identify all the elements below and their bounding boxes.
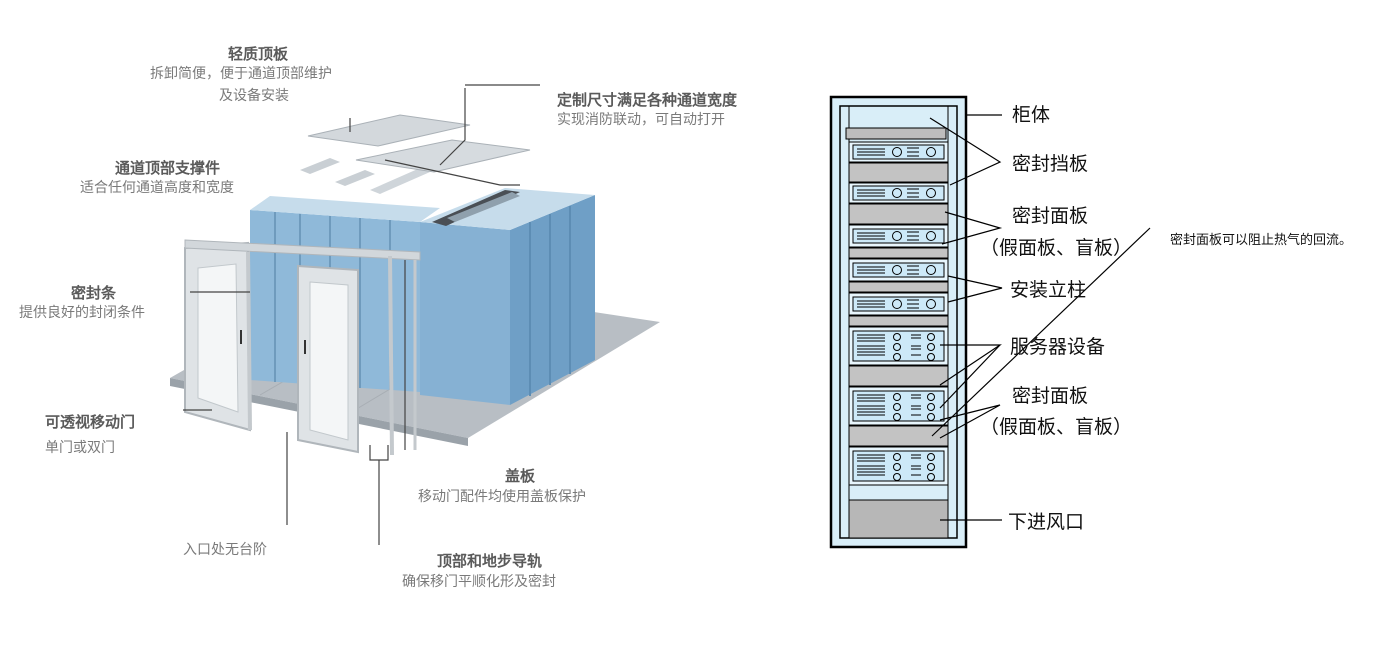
seal-strip-desc: 提供良好的封闭条件 [19,305,145,321]
door-top-rail [184,239,421,261]
label-seal-panel-1: 密封面板 [1012,205,1089,227]
rails-title: 顶部和地步导轨 [437,552,543,570]
entrance-note: 入口处无台阶 [183,542,267,558]
seal-panel-c [848,247,949,259]
label-bottom-inlet: 下进风口 [1008,511,1085,533]
server-1u-3 [848,224,949,248]
label-seal-panel-2-sub: （假面板、盲板） [980,416,1133,438]
seal-baffle [845,127,947,140]
custom-size-title: 定制尺寸满足各种通道宽度 [557,91,738,109]
label-cabinet: 柜体 [1012,104,1051,126]
cabinet-block-side [510,195,595,405]
top-panel-title: 轻质顶板 [228,45,289,63]
server-1u-4 [848,258,949,282]
aisle-containment-illustration [170,84,660,545]
label-seal-baffle: 密封挡板 [1012,153,1089,175]
seal-panel-f [848,365,949,387]
sliding-door-title: 可透视移动门 [45,413,136,431]
seal-strip-title: 密封条 [71,284,117,302]
top-panel-desc-2: 及设备安装 [219,88,289,104]
top-panel-desc-1: 拆卸简便，便于通道顶部维护 [150,66,332,82]
label-server: 服务器设备 [1010,336,1106,358]
label-seal-panel-1-sub: （假面板、盲板） [980,237,1133,259]
server-1u-2 [848,182,949,204]
cabinet-block-front [420,222,510,405]
seal-panel-note: 密封面板可以阻止热气的回流。 [1170,233,1353,248]
rails-desc: 确保移门平顺化形及密封 [402,574,556,590]
server-1u-5 [848,292,949,316]
cabinet-block-top [420,188,595,230]
sliding-door-desc: 单门或双门 [45,440,115,456]
seal-panel-b [848,203,949,225]
roof-panel-upper [307,114,471,147]
roof-support-3 [370,168,430,194]
seal-panel-g [848,425,949,447]
server-2u-3 [848,446,949,486]
custom-size-desc: 实现消防联动，可自动打开 [557,112,725,128]
seal-panel-a [848,162,949,183]
label-seal-panel-2: 密封面板 [1012,385,1089,407]
server-2u-1 [848,326,949,366]
cover-plate-desc: 移动门配件均使用盖板保护 [418,489,586,505]
sliding-door-right [297,264,359,454]
roof-support-2 [335,170,375,186]
label-mount-column: 安装立柱 [1010,279,1087,301]
seal-panel-e [848,315,949,327]
bottom-air-inlet [848,499,949,539]
server-2u-2 [848,386,949,426]
roof-support-title: 通道顶部支撑件 [115,159,221,177]
seal-panel-d [848,281,949,293]
roof-support-desc: 适合任何通道高度和宽度 [80,180,234,196]
server-1u-1 [848,141,949,163]
roof-panel-lower [355,139,531,173]
sliding-door-left [184,241,252,432]
cover-plate-title: 盖板 [505,467,536,485]
roof-support-1 [300,158,340,174]
